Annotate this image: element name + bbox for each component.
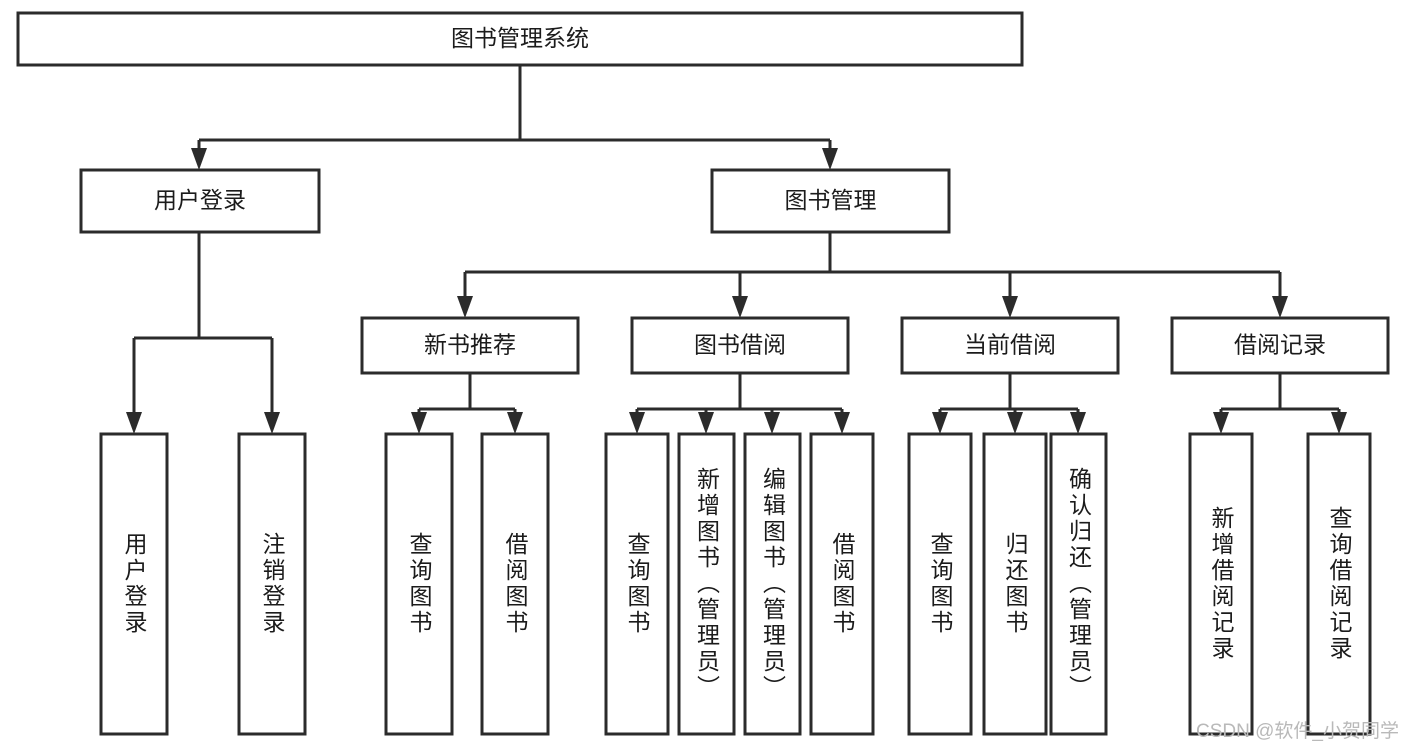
node-box-root <box>16 11 1024 67</box>
node-label-level2-0: 用户登录 <box>154 187 246 213</box>
node-box-level3-1 <box>630 316 850 375</box>
watermark-text: CSDN @软件_小贺同学 <box>1196 721 1399 742</box>
node-label-level3-0: 新书推荐 <box>424 332 516 358</box>
connector-arrow-borrow_to_leaves-0-head <box>629 412 645 434</box>
connector-arrow-books_to_level3-3-head <box>1272 296 1288 318</box>
node-box-leaf-4 <box>604 432 670 736</box>
node-box-leaf-10 <box>1049 432 1108 736</box>
node-box-leaf-12 <box>1306 432 1372 736</box>
node-box-leaf-1 <box>237 432 307 736</box>
node-box-level2-1 <box>710 168 951 234</box>
connector-arrow-books_to_level3-1-head <box>732 296 748 318</box>
connector-arrow-root_to_level2-0-head <box>191 148 207 170</box>
node-label-level3-3: 借阅记录 <box>1234 332 1326 358</box>
connector-arrow-borrow_to_leaves-2-head <box>764 412 780 434</box>
node-box-leaf-11 <box>1188 432 1254 736</box>
node-box-leaf-3 <box>480 432 550 736</box>
connector-arrow-current_to_leaves-0-head <box>932 412 948 434</box>
connector-arrow-login_to_leaves-0-head <box>126 412 142 434</box>
node-box-level3-2 <box>900 316 1120 375</box>
connector-arrow-books_to_level3-0-head <box>457 296 473 318</box>
connector-arrow-newbook_to_leaves-0-head <box>411 412 427 434</box>
node-label-level3-1: 图书借阅 <box>694 332 786 358</box>
node-box-leaf-7 <box>809 432 875 736</box>
node-box-leaf-9 <box>982 432 1048 736</box>
node-box-leaf-5 <box>677 432 736 736</box>
connector-arrow-record_to_leaves-0-head <box>1213 412 1229 434</box>
node-label-level3-2: 当前借阅 <box>964 332 1056 358</box>
node-box-leaf-2 <box>384 432 454 736</box>
node-box-level3-0 <box>360 316 580 375</box>
connector-arrow-current_to_leaves-2-head <box>1070 412 1086 434</box>
connector-arrow-borrow_to_leaves-3-head <box>834 412 850 434</box>
node-box-level2-0 <box>79 168 321 234</box>
connector-arrow-borrow_to_leaves-1-head <box>698 412 714 434</box>
node-box-leaf-8 <box>907 432 973 736</box>
node-label-root: 图书管理系统 <box>451 25 589 51</box>
box-layer <box>16 11 1390 736</box>
connector-arrow-books_to_level3-2-head <box>1002 296 1018 318</box>
connector-arrow-root_to_level2-1-head <box>822 148 838 170</box>
connector-arrow-current_to_leaves-1-head <box>1007 412 1023 434</box>
node-box-leaf-0 <box>99 432 169 736</box>
connector-arrow-newbook_to_leaves-1-head <box>507 412 523 434</box>
connector-arrow-record_to_leaves-1-head <box>1331 412 1347 434</box>
node-box-leaf-6 <box>743 432 802 736</box>
node-label-level2-1: 图书管理 <box>785 187 877 213</box>
connector-arrow-login_to_leaves-1-head <box>264 412 280 434</box>
node-box-level3-3 <box>1170 316 1390 375</box>
connector-layer <box>126 65 1347 434</box>
